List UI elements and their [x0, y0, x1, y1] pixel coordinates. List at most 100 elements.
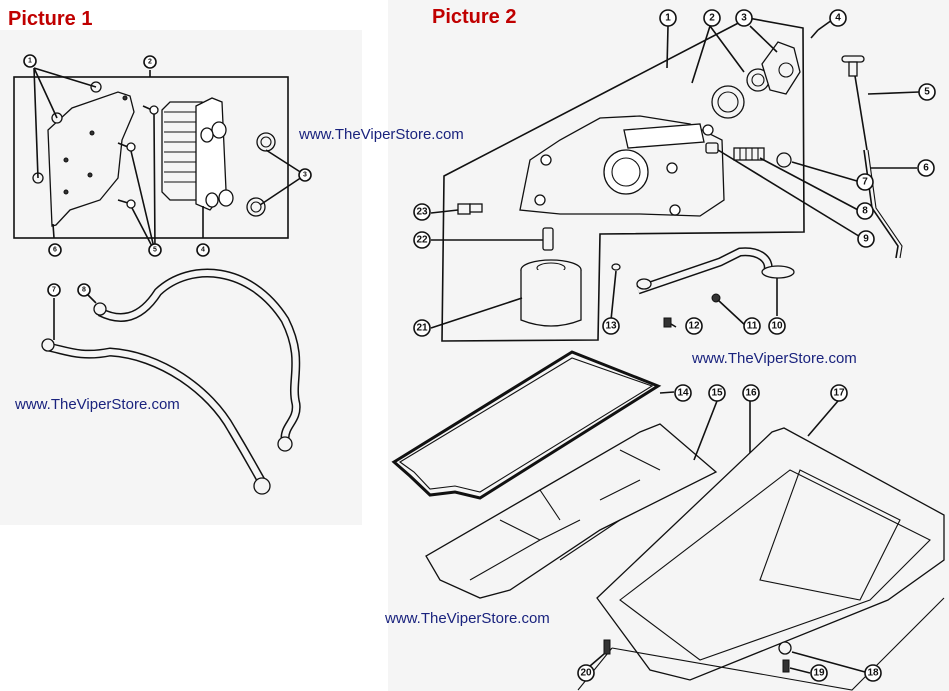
pickup-screen	[761, 265, 795, 279]
callout-p2-16[interactable]: 16	[742, 384, 760, 402]
callout-p2-10[interactable]: 10	[768, 317, 786, 335]
svg-text:13: 13	[605, 321, 617, 332]
bolt	[142, 105, 159, 115]
picture-2-diagram	[391, 17, 945, 691]
watermark-link: www.TheViperStore.com	[299, 126, 464, 143]
callout-p2-19[interactable]: 19	[810, 664, 828, 682]
svg-text:12: 12	[688, 321, 700, 332]
picture-1-diagram	[13, 67, 306, 495]
drain-plug-washer	[778, 641, 792, 655]
bolt	[117, 199, 136, 209]
pan-bolt	[603, 639, 611, 655]
callout-p2-23[interactable]: 23	[413, 203, 431, 221]
relief-valve-cap	[776, 152, 792, 168]
svg-text:4: 4	[201, 247, 205, 254]
pump-gear	[711, 85, 745, 119]
oil-pump-assembly	[519, 115, 725, 217]
watermark-link: www.TheViperStore.com	[15, 396, 180, 413]
callout-p2-22[interactable]: 22	[413, 231, 431, 249]
pressure-sender	[457, 203, 483, 215]
watermark-link: www.TheViperStore.com	[385, 610, 550, 627]
svg-text:23: 23	[416, 207, 428, 218]
callout-p2-17[interactable]: 17	[830, 384, 848, 402]
screw	[810, 29, 819, 39]
callout-p1-7[interactable]: 7	[47, 283, 61, 297]
callout-p2-5[interactable]: 5	[918, 83, 936, 101]
callout-p2-15[interactable]: 15	[708, 384, 726, 402]
relief-spring	[733, 147, 765, 161]
callout-p1-2[interactable]: 2	[143, 55, 157, 69]
watermark-link: www.TheViperStore.com	[692, 350, 857, 367]
svg-text:17: 17	[833, 388, 845, 399]
svg-text:11: 11	[747, 321, 758, 332]
svg-text:9: 9	[863, 234, 869, 245]
callout-p1-3[interactable]: 3	[298, 168, 312, 182]
callout-p2-3[interactable]: 3	[735, 9, 753, 27]
callout-p2-11[interactable]: 11	[743, 317, 761, 335]
svg-text:1: 1	[665, 13, 671, 24]
oil-pump-outline	[441, 17, 805, 342]
svg-text:2: 2	[148, 59, 152, 66]
svg-text:20: 20	[580, 668, 592, 679]
bracket	[47, 91, 135, 227]
fitting-nut	[246, 197, 266, 217]
svg-text:8: 8	[82, 287, 86, 294]
callout-p2-8[interactable]: 8	[856, 202, 874, 220]
pump-cover	[761, 41, 801, 95]
svg-text:14: 14	[677, 388, 689, 399]
svg-text:19: 19	[813, 668, 825, 679]
bolt	[117, 142, 136, 152]
fitting-nut	[256, 132, 276, 152]
svg-text:18: 18	[867, 668, 879, 679]
picture-2-callouts: 1 2 3 4 5 6 7 8 9 10 11 12 13 14 15 16 1…	[413, 9, 936, 682]
callout-p2-2[interactable]: 2	[703, 9, 721, 27]
pump-gear	[746, 68, 770, 92]
callout-p2-20[interactable]: 20	[577, 664, 595, 682]
svg-text:6: 6	[53, 247, 57, 254]
picture-1-title: Picture 1	[8, 8, 93, 30]
svg-text:21: 21	[416, 323, 428, 334]
callout-p1-6[interactable]: 6	[48, 243, 62, 257]
svg-text:5: 5	[153, 247, 157, 254]
hose-line-7	[41, 338, 271, 495]
callout-p2-4[interactable]: 4	[829, 9, 847, 27]
svg-text:6: 6	[923, 163, 929, 174]
oil-cooler	[161, 97, 234, 211]
picture-1-callouts: 1 2 3 4 5 6 7 8	[23, 54, 312, 297]
svg-text:8: 8	[862, 206, 868, 217]
pan-gasket	[391, 350, 662, 500]
svg-text:4: 4	[835, 13, 841, 24]
svg-text:16: 16	[745, 388, 757, 399]
windage-tray	[425, 423, 718, 599]
oil-filter	[520, 259, 582, 327]
callout-p2-18[interactable]: 18	[864, 664, 882, 682]
oil-pan	[596, 427, 945, 681]
callout-p2-7[interactable]: 7	[856, 173, 874, 191]
callout-p2-14[interactable]: 14	[674, 384, 692, 402]
bolt	[663, 317, 672, 328]
callout-p1-5[interactable]: 5	[148, 243, 162, 257]
svg-text:1: 1	[28, 58, 32, 65]
svg-text:10: 10	[771, 321, 783, 332]
svg-text:5: 5	[924, 87, 930, 98]
callout-p1-1[interactable]: 1	[23, 54, 37, 68]
o-ring	[611, 263, 621, 271]
filter-adapter	[542, 227, 554, 251]
callout-p2-13[interactable]: 13	[602, 317, 620, 335]
callout-p2-12[interactable]: 12	[685, 317, 703, 335]
svg-text:7: 7	[862, 177, 868, 188]
svg-text:3: 3	[303, 172, 307, 179]
callout-p2-1[interactable]: 1	[659, 9, 677, 27]
svg-text:15: 15	[711, 388, 723, 399]
svg-text:3: 3	[741, 13, 747, 24]
pickup-tube	[636, 247, 795, 295]
callout-p2-6[interactable]: 6	[917, 159, 935, 177]
svg-text:7: 7	[52, 287, 56, 294]
callout-p1-8[interactable]: 8	[77, 283, 91, 297]
picture-2-title: Picture 2	[432, 6, 517, 28]
callout-p2-21[interactable]: 21	[413, 319, 431, 337]
hose-line-8	[93, 268, 301, 452]
callout-p1-4[interactable]: 4	[196, 243, 210, 257]
callout-p2-9[interactable]: 9	[857, 230, 875, 248]
